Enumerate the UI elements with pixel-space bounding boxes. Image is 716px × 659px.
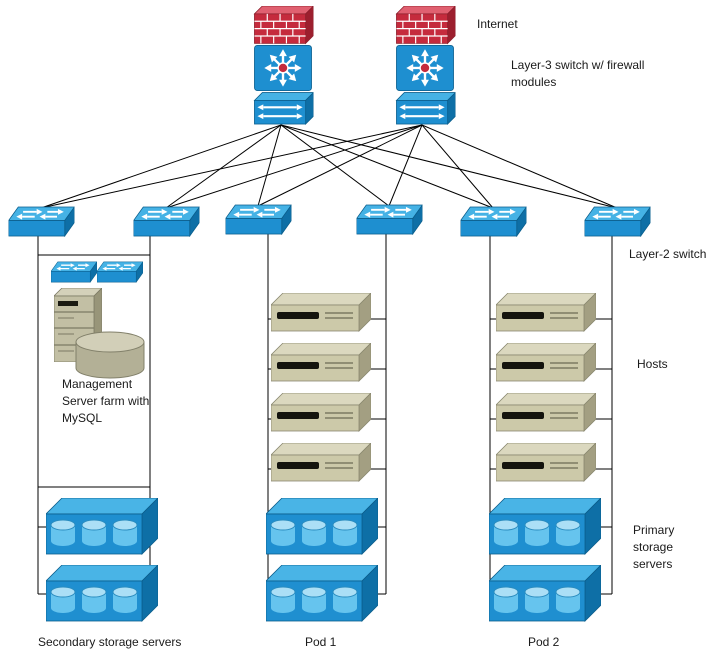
hosts-label: Hosts xyxy=(637,357,668,371)
pod2-label: Pod 2 xyxy=(528,635,560,649)
mysql-database-icon xyxy=(74,330,146,382)
host-icon-pod1-3 xyxy=(271,393,371,433)
layer2-switch-label: Layer-2 switch xyxy=(629,247,707,261)
layer3-switch-label: Layer-3 switch w/ firewall modules xyxy=(511,58,645,89)
storage-icon-pod1-1 xyxy=(266,498,378,556)
host-icon-pod2-4 xyxy=(496,443,596,483)
storage-icon-pod1-2 xyxy=(266,565,378,623)
layer3-firewall-switch-icon-2 xyxy=(394,6,456,126)
layer2-switch-icon-3 xyxy=(225,204,292,235)
host-icon-pod2-1 xyxy=(496,293,596,333)
layer2-switch-icon-2 xyxy=(133,206,200,237)
management-switch-icon-2 xyxy=(97,261,143,283)
host-icon-pod1-4 xyxy=(271,443,371,483)
management-label: Management Server farm with MySQL xyxy=(62,377,150,425)
host-icon-pod1-2 xyxy=(271,343,371,383)
host-icon-pod2-3 xyxy=(496,393,596,433)
storage-icon-secondary-2 xyxy=(46,565,158,623)
secondary-storage-label: Secondary storage servers xyxy=(38,635,182,649)
pod1-label: Pod 1 xyxy=(305,635,337,649)
storage-icon-secondary-1 xyxy=(46,498,158,556)
storage-icon-pod2-2 xyxy=(489,565,601,623)
layer2-switch-icon-5 xyxy=(460,206,527,237)
host-icon-pod1-1 xyxy=(271,293,371,333)
storage-icon-pod2-1 xyxy=(489,498,601,556)
host-icon-pod2-2 xyxy=(496,343,596,383)
internet-label: Internet xyxy=(477,17,518,31)
primary-storage-label: Primary storage servers xyxy=(633,523,675,571)
layer3-firewall-switch-icon-1 xyxy=(252,6,314,126)
layer2-switch-icon-1 xyxy=(8,206,75,237)
layer2-switch-icon-4 xyxy=(356,204,423,235)
layer2-switch-icon-6 xyxy=(584,206,651,237)
management-switch-icon-1 xyxy=(51,261,97,283)
